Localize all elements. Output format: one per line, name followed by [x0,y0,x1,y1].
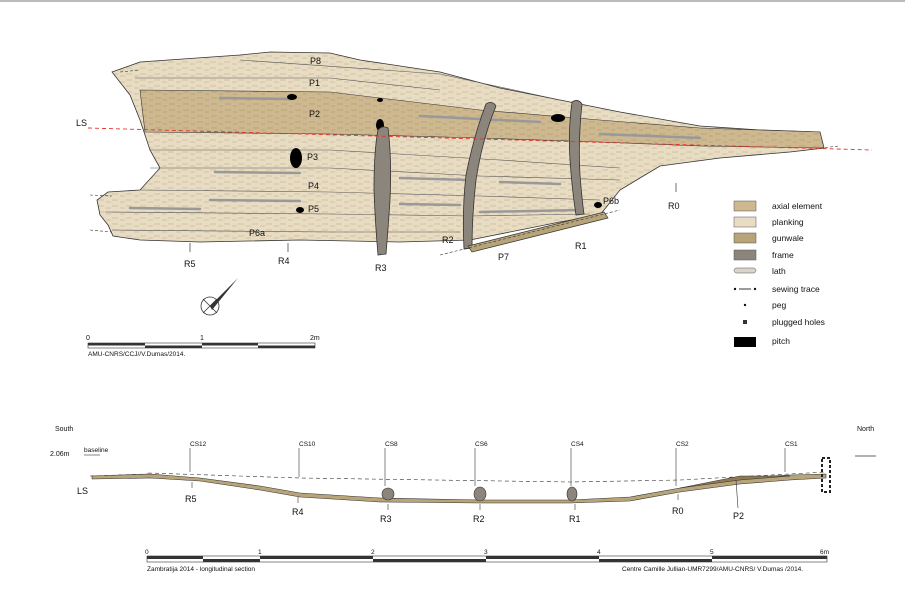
section-caption-left: Zambratija 2014 - longitudinal section [147,566,255,573]
hull-plan: P8 P1 P2 P3 P4 P5 P6a P6b P7 R0 R1 R2 R3… [76,51,873,273]
section-frame-r3 [381,487,395,501]
legend-swatch-plugged-holes [743,320,747,324]
frame-r1 [568,100,585,216]
label-baseline: baseline [84,447,109,454]
legend-label-lath: lath [772,266,786,276]
section-frame-r1 [566,486,578,502]
legend-label-frame: frame [772,250,794,260]
label-cs4: CS4 [571,441,584,448]
pitch-spots [287,94,602,213]
label-p1: P1 [309,78,320,88]
label-r2: R2 [442,235,454,245]
label-ls: LS [76,118,87,128]
label-north: North [857,426,874,433]
label-cs12: CS12 [190,441,207,448]
legend-swatch-gunwale [733,232,757,244]
legend: axial element planking gunwale frame lat… [733,200,825,347]
section-scale-tick-6m: 6m [820,549,829,556]
section-label-r4: R4 [292,507,304,517]
plan-scale-tick-2m: 2m [310,335,320,342]
longitudinal-section: South North 2.06m baseline LS CS12 CS1 [50,426,876,524]
section-label-p2: P2 [733,511,744,521]
section-p2-wedge [679,475,791,489]
plank-seams [104,59,621,233]
section-scale-tick-5: 5 [710,549,714,556]
label-p6b: P6b [603,196,619,206]
section-scale-tick-0: 0 [145,549,149,556]
section-label-r3: R3 [380,514,392,524]
legend-label-sewing-trace: sewing trace [772,284,820,294]
plan-scale-tick-0: 0 [86,335,90,342]
plan-credit: AMU-CNRS/CCJ//V.Dumas/2014. [88,351,185,358]
section-scale-bar: 0 1 2 3 4 5 6m Zambratija 2014 - longitu… [145,549,829,573]
label-cs8: CS8 [385,441,398,448]
section-frame-r2 [473,486,487,502]
label-south: South [55,426,73,433]
label-p6a: P6a [249,228,265,238]
section-scale-tick-1: 1 [258,549,262,556]
label-cs1: CS1 [785,441,798,448]
section-scale-tick-2: 2 [371,549,375,556]
label-cs10: CS10 [299,441,316,448]
legend-label-planking: planking [772,217,804,227]
label-p8: P8 [310,56,321,66]
label-p5: P5 [308,204,319,214]
label-p4: P4 [308,181,319,191]
label-depth: 2.06m [50,451,70,458]
section-label-r5: R5 [185,494,197,504]
label-r1: R1 [575,241,587,251]
label-p2: P2 [309,109,320,119]
label-r5: R5 [184,259,196,269]
frame-r2 [462,102,497,250]
label-p3: P3 [307,152,318,162]
laths [128,96,702,214]
plan-scale-tick-1: 1 [200,335,204,342]
hull-outline [96,51,825,243]
legend-swatch-lath [733,267,757,274]
section-label-r0: R0 [672,506,684,516]
label-r0: R0 [668,201,680,211]
section-caption-right: Centre Camille Jullian-UMR7299/AMU-CNRS/… [622,566,803,573]
section-hull-profile [91,473,827,504]
legend-label-plugged-holes: plugged holes [772,317,825,327]
north-arrow-icon [200,278,238,316]
legend-swatch-pitch [734,337,756,347]
label-r4: R4 [278,256,290,266]
legend-label-gunwale: gunwale [772,233,804,243]
legend-swatch-sewing-trace [733,287,757,291]
section-scale-tick-4: 4 [597,549,601,556]
label-r3: R3 [375,263,387,273]
label-section-ls: LS [77,486,88,496]
label-cs2: CS2 [676,441,689,448]
extrapolation-lines [89,69,841,256]
section-cs-lines [189,448,786,486]
legend-swatch-planking [733,216,757,228]
section-north-endpost [821,457,831,493]
legend-label-axial-element: axial element [772,201,823,211]
section-label-r2: R2 [473,514,485,524]
legend-label-peg: peg [772,300,786,310]
legend-swatch-axial-element [733,200,757,212]
legend-swatch-frame [733,249,757,261]
label-p7: P7 [498,252,509,262]
legend-swatch-peg [743,303,747,307]
frame-r3 [373,126,392,256]
plan-scale-bar: 0 1 2m AMU-CNRS/CCJ//V.Dumas/2014. [86,335,320,358]
section-label-r1: R1 [569,514,581,524]
section-line-ls [87,127,873,151]
section-scale-tick-3: 3 [484,549,488,556]
legend-label-pitch: pitch [772,336,790,346]
label-cs6: CS6 [475,441,488,448]
